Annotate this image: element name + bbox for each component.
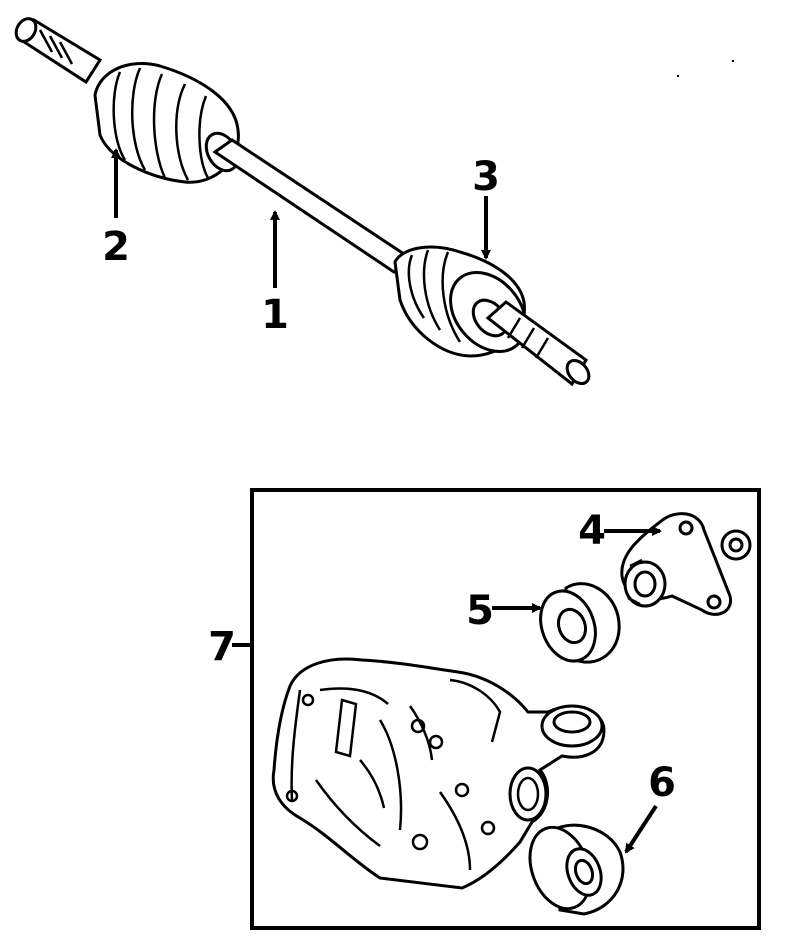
callout-3-label: 3	[472, 154, 500, 200]
washer	[720, 529, 752, 561]
inner-cv-boot	[393, 245, 527, 358]
callout-4-label: 4	[578, 508, 606, 554]
mount-bracket	[620, 512, 733, 616]
bearing-5	[539, 582, 621, 664]
callout-5-label: 5	[466, 588, 494, 634]
bearing-6	[528, 823, 625, 916]
callout-7-label: 7	[208, 624, 236, 670]
callout-1-label: 1	[261, 292, 289, 338]
axle-shaft	[14, 17, 591, 387]
callout-6-arrow	[624, 804, 658, 854]
differential-frame	[250, 488, 761, 930]
callout-2-label: 2	[102, 224, 130, 270]
outer-cv-boot	[93, 62, 240, 184]
callout-6-label: 6	[648, 760, 676, 806]
differential-housing	[271, 657, 606, 890]
